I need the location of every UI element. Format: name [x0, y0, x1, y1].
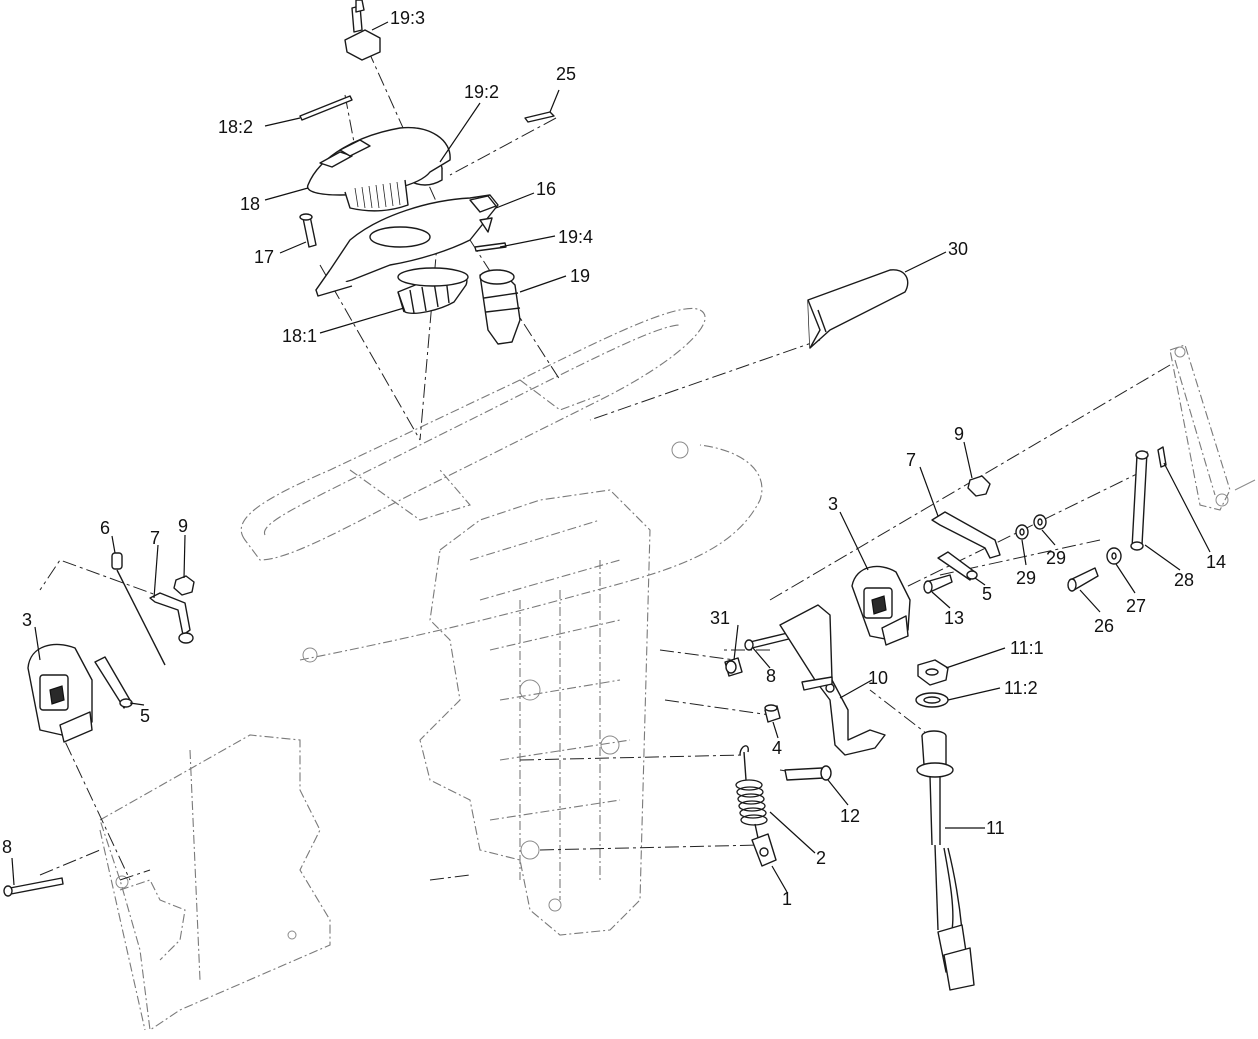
bracket-10	[779, 604, 886, 756]
steering-wheel-ghost	[240, 307, 706, 561]
clip-14	[1157, 446, 1167, 468]
switch-body-11	[916, 730, 975, 991]
nut-9-right	[967, 475, 991, 497]
callout-19: 19	[570, 266, 590, 286]
callout-3-right: 3	[828, 494, 838, 514]
callout-8-left: 8	[2, 837, 12, 857]
bolt-12	[784, 765, 832, 781]
callout-14: 14	[1206, 552, 1226, 572]
washer-29-b	[1033, 514, 1047, 530]
callout-18-2: 18:2	[218, 117, 253, 137]
pin-26	[1067, 567, 1099, 592]
callout-16: 16	[536, 179, 556, 199]
nut-9-left	[173, 575, 195, 596]
callout-26: 26	[1094, 616, 1114, 636]
callout-9-right: 9	[954, 424, 964, 444]
pin-17	[299, 213, 317, 248]
nut-9-left-lower	[178, 632, 194, 644]
washer-29-a	[1015, 524, 1029, 540]
callout-18: 18	[240, 194, 260, 214]
callout-11-2: 11:2	[1004, 678, 1038, 698]
rod-28	[1130, 450, 1149, 551]
callout-25: 25	[556, 64, 576, 84]
callout-29-a: 29	[1016, 568, 1036, 588]
sensor-3-left	[27, 643, 93, 743]
callout-11-1: 11:1	[1010, 638, 1044, 658]
leader-lines	[11, 21, 1211, 893]
callout-31: 31	[710, 608, 730, 628]
mounting-plate	[99, 734, 331, 1031]
lever-5-right	[937, 551, 978, 581]
bolt-8-left	[3, 877, 64, 897]
callout-19-2: 19:2	[464, 82, 499, 102]
callout-4: 4	[772, 738, 782, 758]
callout-29-b: 29	[1046, 548, 1066, 568]
callout-12: 12	[840, 806, 860, 826]
nut-11-1	[917, 659, 949, 686]
spring-19-4	[474, 242, 507, 252]
callout-8-mid: 8	[766, 666, 776, 686]
sensor-3-right	[851, 565, 911, 646]
callout-18-1: 18:1	[282, 326, 317, 346]
grip-30	[807, 269, 909, 349]
callout-5-left: 5	[140, 706, 150, 726]
shaft-6	[111, 552, 166, 666]
bushing-18-1	[397, 267, 469, 314]
callout-2: 2	[816, 848, 826, 868]
callout-7-left: 7	[150, 528, 160, 548]
plate-1	[751, 833, 777, 867]
cover-18	[306, 126, 451, 212]
callout-11: 11	[986, 818, 1005, 838]
spring-2	[735, 745, 768, 839]
callout-19-3: 19:3	[390, 8, 425, 28]
callout-5-right: 5	[982, 584, 992, 604]
callout-17: 17	[254, 247, 274, 267]
callout-labels: 19:3 25 19:2 18:2 18 16 17 19:4 30 19 18…	[2, 8, 1226, 909]
callout-30: 30	[948, 239, 968, 259]
callout-3-left: 3	[22, 610, 32, 630]
callout-27: 27	[1126, 596, 1146, 616]
callout-19-4: 19:4	[558, 227, 593, 247]
washer-11-2	[915, 692, 949, 708]
bracket-7-right	[931, 511, 1001, 559]
callout-13: 13	[944, 608, 964, 628]
callout-7-right: 7	[906, 450, 916, 470]
callout-10: 10	[868, 668, 888, 688]
bracket-7-left	[149, 592, 191, 636]
decal-25	[524, 111, 555, 123]
assembly-centerlines	[39, 49, 1171, 881]
callout-9-left: 9	[178, 516, 188, 536]
knob-19-3	[344, 0, 381, 61]
washer-27	[1106, 547, 1122, 565]
housing-16	[315, 194, 499, 297]
callout-6: 6	[100, 518, 110, 538]
decal-18-2	[299, 95, 353, 121]
spacer-4	[764, 704, 781, 723]
right-arm-ghost	[1169, 344, 1256, 511]
switch-19	[479, 269, 521, 345]
bolt-31	[724, 657, 743, 677]
lever-5-left	[94, 656, 133, 709]
callout-1: 1	[782, 889, 792, 909]
pin-13	[923, 574, 953, 594]
callout-28: 28	[1174, 570, 1194, 590]
frame-ghost	[299, 441, 763, 936]
